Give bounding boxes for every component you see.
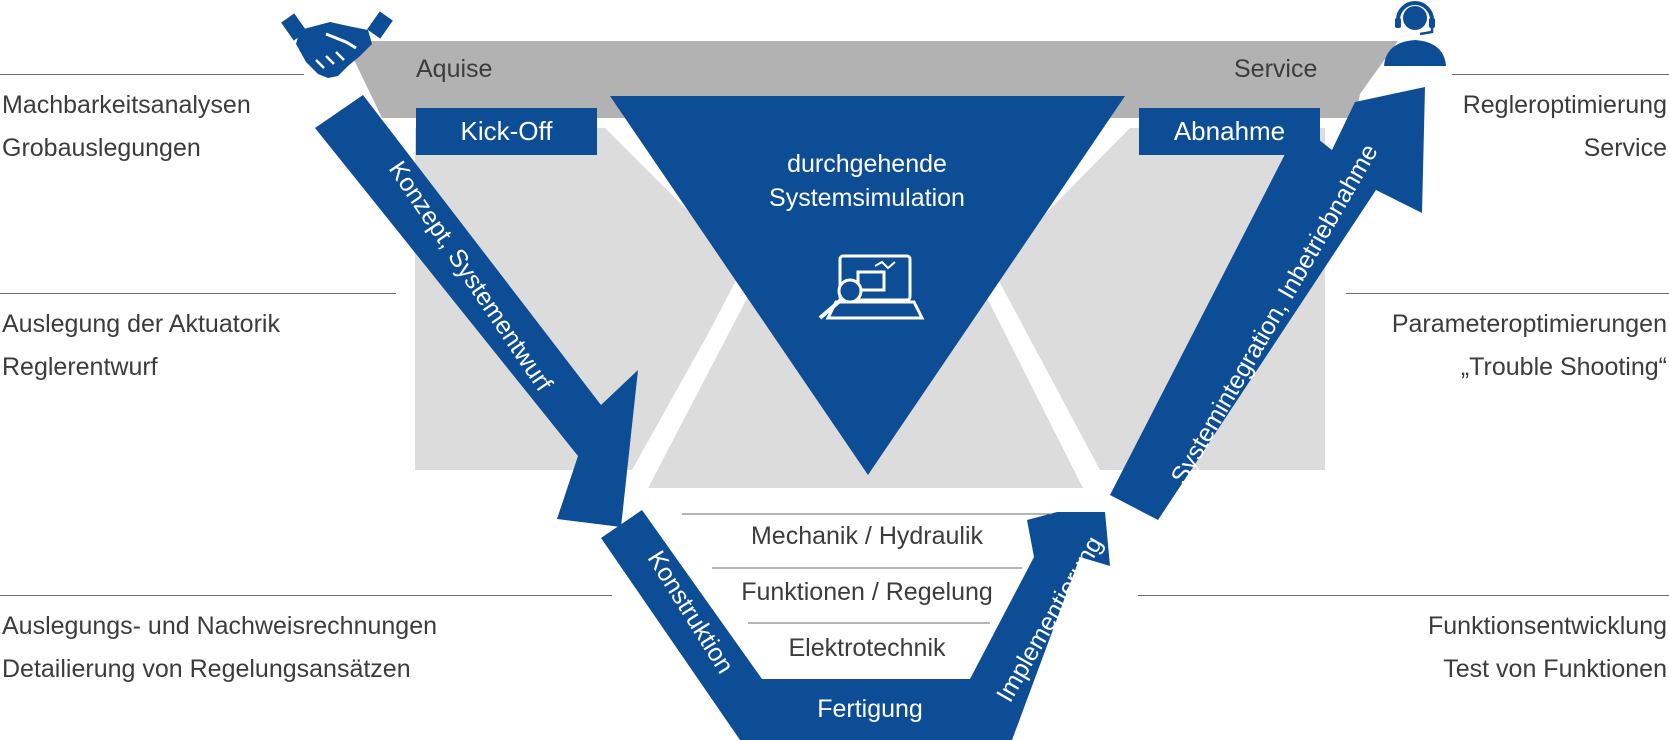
center-title: durchgehende Systemsimulation — [667, 147, 1067, 215]
right-note-3-line-1: Funktionsentwicklung — [1427, 612, 1667, 640]
aquise-label: Aquise — [416, 55, 493, 83]
bottom-v-arrow — [601, 510, 1110, 740]
right-separator-2 — [1346, 293, 1669, 294]
left-separator-2 — [0, 293, 396, 294]
right-long-arrow — [1110, 87, 1425, 520]
left-note-1-line-2: Grobauslegungen — [2, 134, 201, 162]
center-title-line-2: Systemsimulation — [769, 184, 965, 212]
right-separator-1 — [1452, 74, 1669, 75]
left-note-2-line-1: Auslegung der Aktuatorik — [2, 310, 280, 338]
discipline-elektrotechnik: Elektrotechnik — [788, 634, 946, 662]
discipline-funktionen: Funktionen / Regelung — [741, 578, 993, 606]
right-note-3-line-2: Test von Funktionen — [1443, 655, 1667, 683]
left-note-3-line-1: Auslegungs- und Nachweisrechnungen — [2, 612, 438, 640]
right-note-3: Funktionsentwicklung Test von Funktionen — [1428, 605, 1667, 691]
left-note-2-line-2: Reglerentwurf — [2, 353, 158, 381]
top-grey-band — [345, 41, 1398, 118]
right-note-2: Parameteroptimierungen „Trouble Shooting… — [1392, 303, 1667, 389]
right-note-1: Regleroptimierung Service — [1463, 84, 1667, 170]
left-note-1: Machbarkeitsanalysen Grobauslegungen — [2, 84, 251, 170]
abnahme-box: Abnahme — [1139, 108, 1320, 155]
right-note-2-line-1: Parameteroptimierungen — [1391, 310, 1667, 338]
left-long-arrow — [315, 95, 638, 527]
center-title-line-1: durchgehende — [787, 150, 947, 178]
right-note-2-line-2: „Trouble Shooting“ — [1460, 353, 1667, 381]
left-separator-1 — [0, 74, 304, 75]
left-note-1-line-1: Machbarkeitsanalysen — [2, 91, 251, 119]
kickoff-box: Kick-Off — [416, 108, 597, 155]
left-note-2: Auslegung der Aktuatorik Reglerentwurf — [2, 303, 280, 389]
white-gap-left — [628, 265, 761, 488]
right-separator-3 — [1138, 595, 1669, 596]
center-triangle — [610, 96, 1125, 475]
left-note-3: Auslegungs- und Nachweisrechnungen Detai… — [2, 605, 437, 691]
left-separator-3 — [0, 595, 612, 596]
bottom-arrow-label: Fertigung — [817, 695, 923, 723]
right-note-1-line-1: Regleroptimierung — [1462, 91, 1667, 119]
handshake-icon — [281, 11, 393, 78]
simulation-workstation-icon — [818, 254, 925, 320]
service-label: Service — [1234, 55, 1318, 83]
headset-person-icon — [1384, 1, 1446, 66]
white-gap-right — [973, 265, 1102, 488]
right-note-1-line-2: Service — [1583, 134, 1667, 162]
left-note-3-line-2: Detailierung von Regelungsansätzen — [2, 655, 411, 683]
left-grey-region — [415, 128, 745, 470]
discipline-mechanik: Mechanik / Hydraulik — [750, 522, 984, 550]
